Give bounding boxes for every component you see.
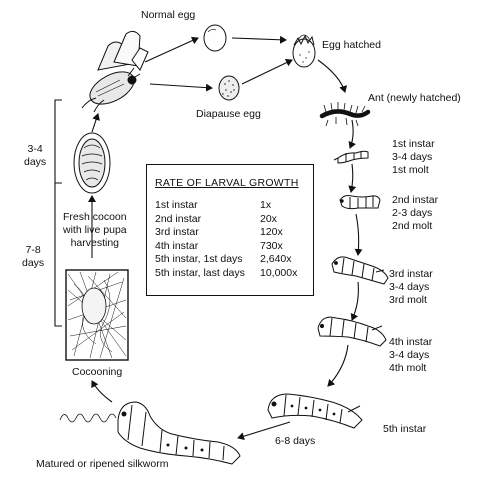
label-ant: Ant (newly hatched) [368,92,461,104]
label-cocooning: Cocooning [72,366,123,378]
arrow-diapause-egg-to-hatched [241,58,293,85]
label-third-instar: 3rd instar 3-4 days 3rd molt [389,268,433,306]
rate-of-larval-growth-table: RATE OF LARVAL GROWTH 1st instar 1x 2nd … [146,164,314,296]
cycle-arrows [88,35,363,441]
moth-illustration [81,30,149,113]
normal-egg-illustration [203,24,227,52]
rate-stage: 1st instar [155,199,198,211]
label-matured-silkworm: Matured or ripened silkworm [36,458,169,470]
cocooning-frame-illustration [65,269,129,361]
label-normal-egg: Normal egg [141,9,196,21]
table-row: 4th instar 730x [155,240,313,254]
arrow-first-to-second [348,163,357,193]
larva-second-instar-illustration [339,195,381,210]
rate-stage: 5th instar, last days [155,266,245,279]
label-diapause-egg: Diapause egg [196,108,261,120]
arrow-fourth-to-fifth [327,344,349,387]
label-first-instar: 1st instar 3-4 days 1st molt [392,138,435,176]
ant-larva-illustration [319,102,371,127]
rate-multiplier: 730x [260,239,283,252]
rate-multiplier: 1x [260,199,272,211]
rate-multiplier: 10,000x [260,266,298,279]
label-duration-3-4-days: 3-4 days [24,143,47,168]
duration-brackets [54,99,62,327]
table-row: 5th instar, 1st days 2,640x [155,253,313,267]
table-row: 5th instar, last days 10,000x [155,267,313,281]
diapause-egg-illustration [218,75,240,101]
rate-multiplier: 20x [260,212,277,225]
cocoon-pupa-illustration [73,132,111,194]
larva-fourth-instar-illustration [317,316,387,347]
arrow-third-to-fourth [350,281,359,321]
rate-multiplier: 120x [260,226,283,238]
table-row: 3rd instar 120x [155,226,313,240]
matured-silkworm-illustration [117,401,241,465]
larva-first-instar-illustration [333,150,369,164]
bracket-3-4-days [54,99,62,184]
arrow-matured-to-cocooning [91,380,113,403]
label-second-instar: 2nd instar 2-3 days 2nd molt [392,194,439,232]
arrow-second-to-third [354,213,363,256]
rate-stage: 4th instar [155,239,199,252]
arrow-fifth-to-matured [237,421,291,441]
table-row: 1st instar 1x [155,199,313,213]
arrow-hatched-to-ant [317,59,348,93]
larva-fifth-instar-illustration [267,393,363,429]
larva-third-instar-illustration [331,256,389,285]
rate-stage: 5th instar, 1st days [155,253,243,265]
rate-stage: 3rd instar [155,226,199,238]
label-fifth-instar: 5th instar [383,423,427,435]
label-fourth-instar: 4th instar 3-4 days 4th molt [389,336,433,374]
arrow-ant-to-first [348,119,356,149]
silk-thread-illustration [59,413,117,423]
arrow-normal-egg-to-hatched [231,35,287,44]
arrow-cocoon-to-moth [91,113,100,133]
table-row: 2nd instar 20x [155,213,313,227]
arrow-moth-to-normal-egg [144,36,199,63]
hatched-egg-illustration [292,34,316,68]
label-fresh-cocoon: Fresh cocoon with live pupa harvesting [63,211,127,249]
label-duration-7-8-days: 7-8 days [22,244,45,269]
label-egg-hatched: Egg hatched [322,39,381,51]
bracket-7-8-days [54,182,62,327]
rate-table-title: RATE OF LARVAL GROWTH [155,177,299,189]
rate-stage: 2nd instar [155,212,202,225]
arrow-moth-to-diapause-egg [149,83,213,92]
rate-multiplier: 2,640x [260,253,292,265]
label-six-eight-days: 6-8 days [275,435,316,447]
